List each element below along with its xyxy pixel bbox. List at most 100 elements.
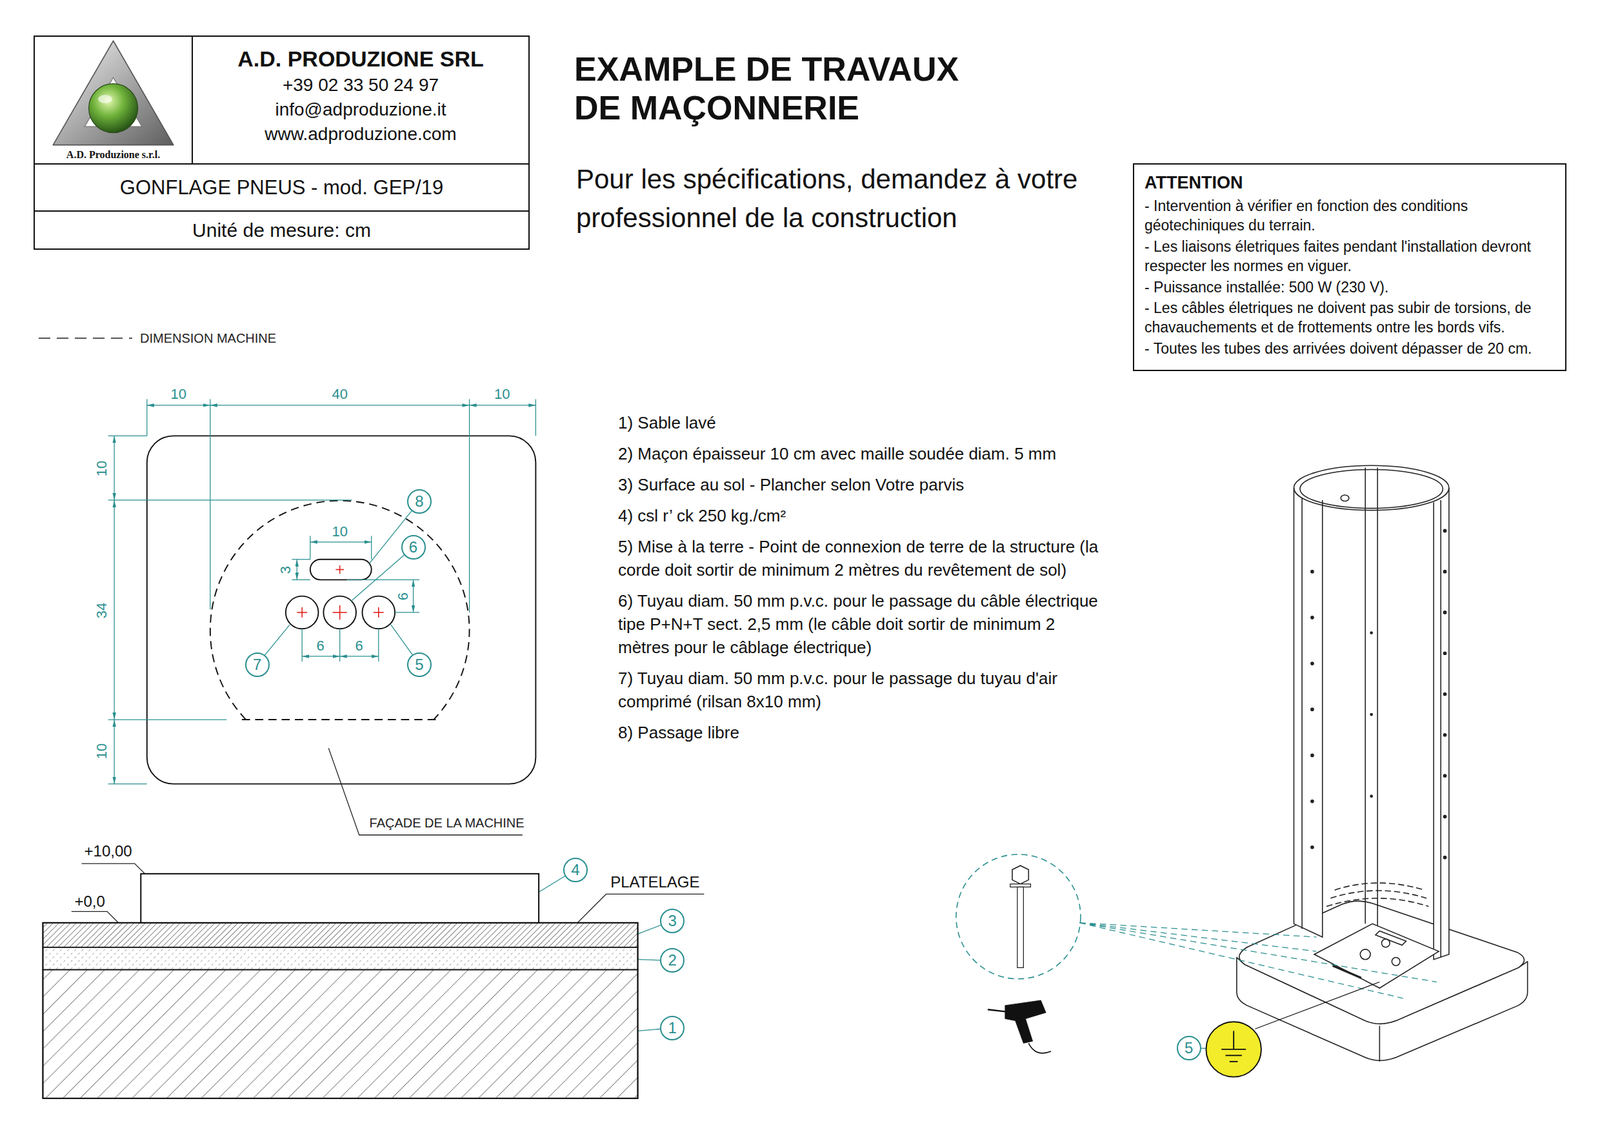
dimension-line (114, 435, 115, 500)
fixing-hole (1310, 569, 1315, 574)
fixing-hole (1369, 794, 1373, 798)
notes-list: 1) Sable lavé2) Maçon épaisseur 10 cm av… (618, 410, 1109, 752)
callout-circle: 8 (407, 489, 432, 514)
plan-view (241, 718, 439, 720)
model-name: GONFLAGE PNEUS - mod. GEP/19 (120, 176, 444, 200)
logo-caption: A.D. Produzione s.r.l. (66, 149, 160, 161)
earth-symbol (1205, 981, 1380, 1077)
company-name: A.D. PRODUZIONE SRL (237, 44, 484, 73)
drill-icon (987, 1000, 1051, 1053)
dimension-line (209, 398, 211, 610)
section-view (42, 922, 638, 948)
callout-circle: 4 (563, 857, 588, 882)
legend-swatch (38, 331, 133, 345)
dimension-line (469, 404, 537, 406)
plan-view (310, 559, 372, 580)
drill-icon (987, 1009, 1006, 1011)
column-housing (1375, 930, 1406, 945)
column-housing (1391, 957, 1400, 966)
earth-symbol (1205, 1021, 1261, 1077)
leader-line (81, 863, 146, 874)
legend-text: DIMENSION MACHINE (140, 330, 277, 346)
attention-note: - Les câbles életriques ne doivent pas s… (1144, 298, 1555, 338)
column-housing (1293, 465, 1449, 988)
dimension-line (347, 579, 420, 580)
fixing-hole (1443, 855, 1448, 860)
email-address: info@adproduzione.it (274, 97, 446, 122)
callout-number: 4 (570, 861, 580, 878)
column-housing (1340, 494, 1350, 501)
earth-symbol (1221, 1048, 1246, 1050)
company-logo (52, 40, 174, 145)
dimension-line (108, 499, 353, 500)
dimension-line (108, 398, 537, 784)
callout-circle: 6 (401, 534, 426, 560)
fixing-hole (1443, 610, 1448, 615)
section-view (42, 873, 638, 1099)
callout-circle: 3 (660, 908, 685, 933)
dimension-value: 10 (94, 460, 110, 477)
plan-view (210, 500, 470, 720)
fixing-hole (1310, 707, 1315, 711)
callout-number: 7 (252, 656, 262, 673)
fixing-hole (1443, 773, 1448, 778)
plan-view (285, 596, 319, 630)
fixing-hole (1310, 529, 1447, 860)
unit-cell: Unité de mesure: cm (33, 210, 530, 250)
callout-circle: 2 (660, 947, 685, 973)
column-housing (1433, 487, 1450, 960)
material-note: 8) Passage libre (618, 720, 1109, 744)
dimension-value: 6 (316, 638, 325, 654)
fixing-hole (1369, 712, 1373, 717)
dimension-value: 6 (395, 592, 411, 600)
column-housing (1440, 500, 1442, 958)
dimension-line (296, 559, 298, 580)
callout-circle: 1 (660, 1015, 685, 1040)
dimension-value: 6 (355, 638, 364, 654)
material-note: 1) Sable lavé (618, 410, 1109, 435)
column-housing (1376, 467, 1379, 927)
material-note: 3) Surface au sol - Plancher selon Votre… (618, 472, 1109, 497)
company-cell: A.D. PRODUZIONE SRL+39 02 33 50 24 97inf… (191, 35, 530, 165)
legend-entry: DIMENSION MACHINE (38, 330, 277, 346)
leader-line (577, 893, 704, 922)
company-logo (89, 83, 139, 133)
drill-icon (1028, 1042, 1051, 1053)
fixing-hole (1443, 569, 1448, 574)
attention-note: - Intervention à vérifier en fonction de… (1144, 196, 1555, 236)
column-housing (1293, 465, 1449, 511)
legend-sample (38, 337, 133, 339)
plan-view (147, 435, 537, 784)
base-slab (1239, 900, 1525, 1024)
fixing-hole (1443, 814, 1448, 819)
hole-centre-mark (339, 565, 341, 574)
dimension-line (535, 398, 537, 436)
facade-label: FAÇADE DE LA MACHINE (369, 815, 525, 830)
material-note: 4) csl r’ ck 250 kg./cm² (618, 503, 1109, 528)
callout-number: 6 (409, 539, 418, 555)
earth-symbol (1225, 1054, 1242, 1056)
anchor-bolt-detail (956, 854, 1437, 999)
base-slab (1236, 900, 1528, 1062)
leader-line (71, 910, 119, 922)
phone-number: +39 02 33 50 24 97 (282, 72, 439, 98)
dimension-line (394, 611, 420, 613)
fixing-hole (1310, 845, 1315, 850)
section-view (140, 873, 539, 923)
column-housing (1293, 487, 1322, 937)
column-housing (1360, 949, 1371, 960)
company-logo (98, 94, 113, 104)
fixing-hole (1443, 732, 1448, 737)
callout-number: 5 (414, 656, 424, 673)
callout-number: 8 (414, 493, 424, 510)
earth-symbol (1254, 981, 1380, 1030)
dimension-line (108, 718, 227, 720)
dimension-value: 40 (331, 385, 348, 402)
earth-symbol (1232, 1030, 1235, 1049)
attention-box: ATTENTION- Intervention à vérifier en fo… (1132, 163, 1567, 371)
layer-label: PLATELAGE (610, 872, 700, 890)
material-note: 6) Tuyau diam. 50 mm p.v.c. pour le pass… (618, 589, 1109, 659)
anchor-bolt-detail (1079, 922, 1437, 999)
logo-cell: A.D. Produzione s.r.l. (33, 35, 193, 165)
